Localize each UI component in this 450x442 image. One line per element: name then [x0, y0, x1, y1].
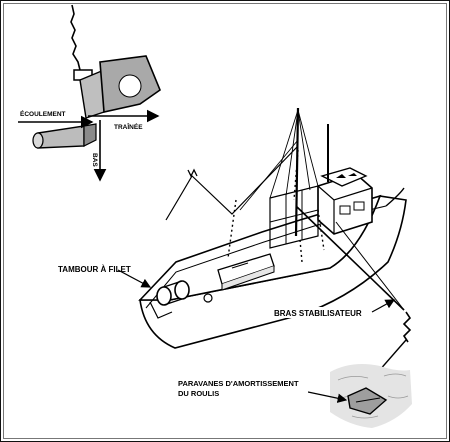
- right-paravane-chain: [402, 311, 412, 343]
- inset-cylinder: [37, 125, 85, 149]
- paravanes-leader: [307, 391, 348, 403]
- label-paravanes-group: PARAVANES D'AMORTISSEMENT DU ROULIS: [176, 377, 308, 399]
- rigging-lines: [239, 109, 319, 211]
- label-tambour-group: TAMBOUR À FILET: [56, 263, 152, 288]
- left-stabilizer-arm: [189, 145, 299, 215]
- label-paravanes-line2: DU ROULIS: [178, 389, 219, 398]
- net-drum: [149, 280, 213, 319]
- inset-paravane-detail: ÉCOULEMENT TRAÎNÉE BAS: [18, 4, 161, 182]
- wheelhouse: [317, 167, 373, 235]
- label-bras: BRAS STABILISATEUR: [274, 309, 362, 318]
- label-trainee: TRAÎNÉE: [114, 122, 143, 131]
- right-stabilizer-arm: [295, 205, 405, 311]
- label-bras-group: BRAS STABILISATEUR: [272, 299, 396, 318]
- fishing-boat: [138, 107, 412, 397]
- main-mast: [294, 107, 300, 237]
- label-paravanes-line1: PARAVANES D'AMORTISSEMENT: [178, 379, 299, 388]
- inset-cylinder-end: [32, 132, 44, 149]
- boat-bow-curve: [385, 187, 405, 207]
- inset-cylinder-shade: [83, 123, 97, 147]
- inset-plate-hole: [118, 74, 142, 98]
- label-tambour: TAMBOUR À FILET: [58, 265, 131, 274]
- deck-railing: [269, 185, 319, 249]
- right-stabilizer-brace: [335, 221, 405, 311]
- label-ecoulement: ÉCOULEMENT: [20, 109, 66, 118]
- label-bas: BAS: [91, 153, 98, 167]
- left-paravane-line: [165, 175, 193, 221]
- inset-chain: [70, 4, 81, 71]
- paravane: [307, 387, 388, 415]
